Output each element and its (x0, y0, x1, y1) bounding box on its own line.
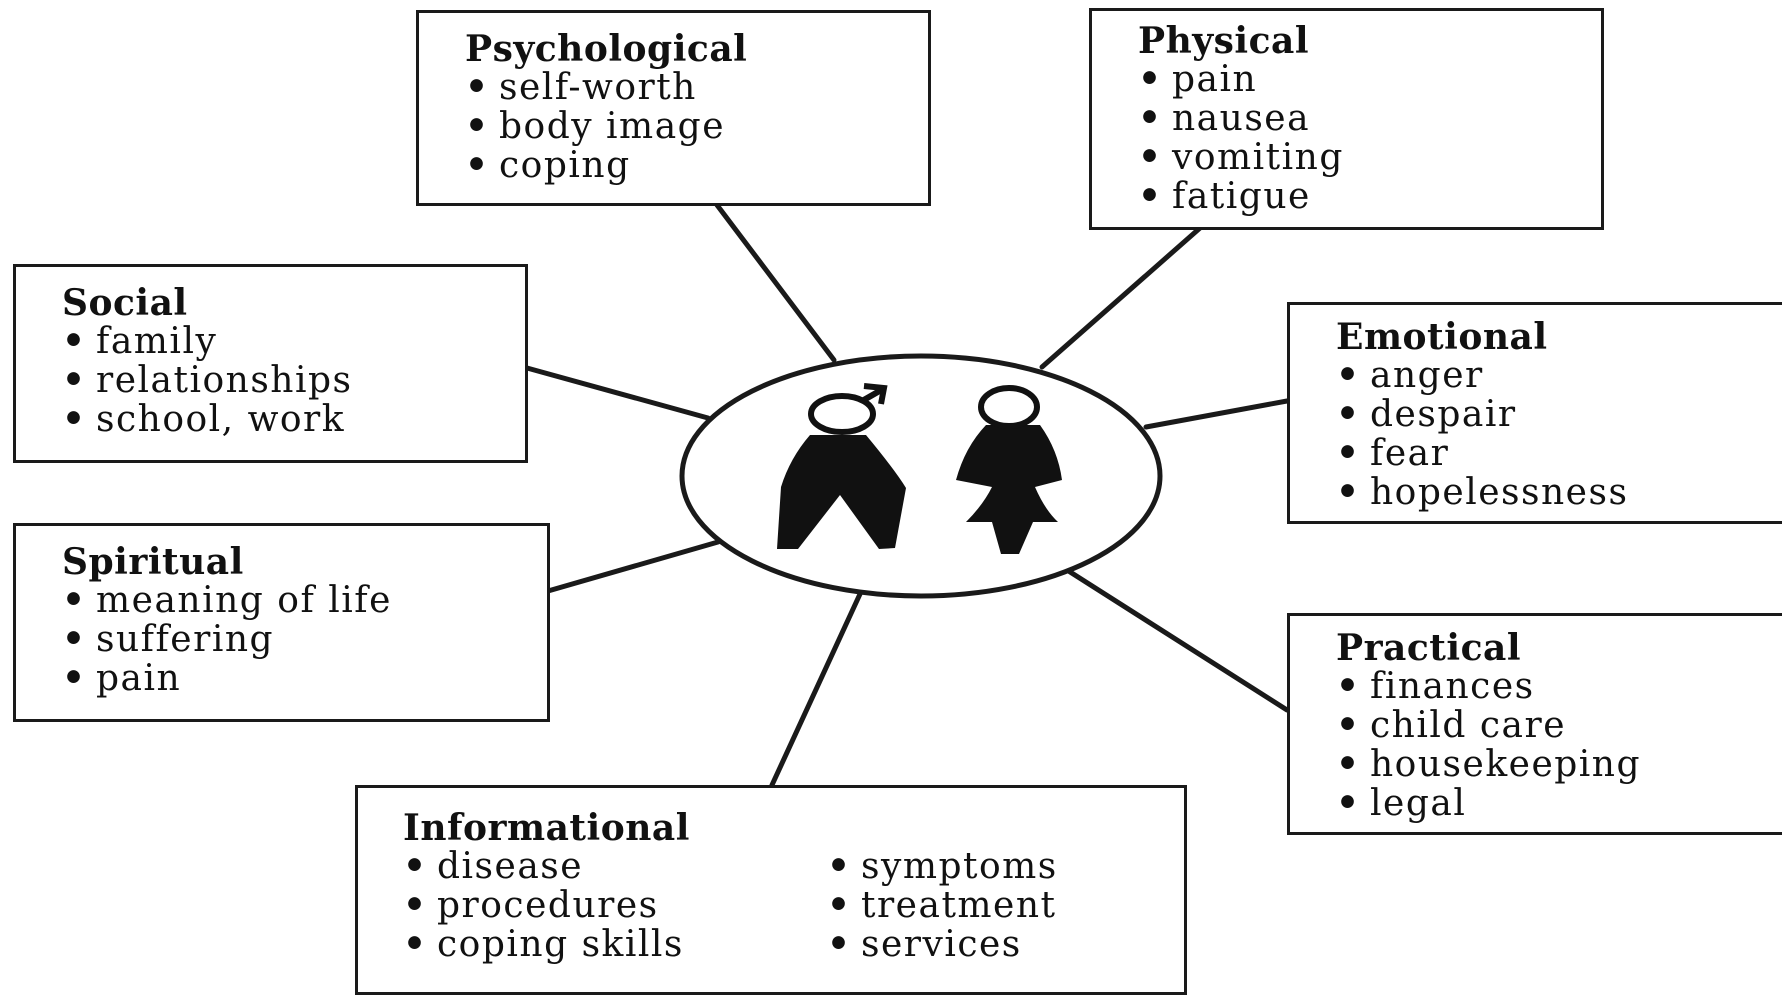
list-item: anger (1336, 356, 1762, 395)
connector-practical (1064, 567, 1290, 713)
item-list: anger despair fear hopelessness (1336, 356, 1762, 512)
list-item: family (62, 322, 505, 361)
list-item: housekeeping (1336, 745, 1762, 784)
box-social: Social family relationships school, work (13, 264, 528, 463)
item-list: finances child care housekeeping legal (1336, 667, 1762, 823)
list-item: suffering (62, 620, 527, 659)
list-item: body image (465, 107, 908, 146)
list-item: treatment (827, 886, 1058, 925)
item-list: family relationships school, work (62, 322, 505, 439)
connector-informational (769, 591, 863, 788)
male-figure (777, 435, 906, 549)
list-item: nausea (1138, 99, 1581, 138)
informational-columns: disease procedures coping skills symptom… (403, 847, 1164, 964)
list-item: fatigue (1138, 177, 1581, 216)
item-list: meaning of life suffering pain (62, 581, 527, 698)
list-item: hopelessness (1336, 473, 1762, 512)
list-item: legal (1336, 784, 1762, 823)
box-title: Emotional (1336, 316, 1548, 358)
box-title: Spiritual (62, 541, 244, 583)
connector-spiritual (545, 539, 721, 594)
box-emotional: Emotional anger despair fear hopelessnes… (1287, 302, 1782, 524)
box-title: Psychological (465, 28, 748, 70)
box-title: Practical (1336, 627, 1522, 669)
connector-emotional (1143, 398, 1290, 430)
list-item: coping (465, 146, 908, 185)
list-item: child care (1336, 706, 1762, 745)
list-item: relationships (62, 361, 505, 400)
item-list-left: disease procedures coping skills (403, 847, 781, 964)
box-informational: Informational disease procedures coping … (355, 785, 1187, 995)
box-title: Informational (403, 807, 690, 849)
item-list: pain nausea vomiting fatigue (1138, 60, 1581, 216)
box-title: Physical (1138, 20, 1310, 62)
list-item: symptoms (827, 847, 1058, 886)
list-item: coping skills (403, 925, 781, 964)
list-item: pain (62, 659, 527, 698)
box-title: Social (62, 282, 188, 324)
list-item: procedures (403, 886, 781, 925)
female-symbol-icon (978, 385, 1040, 440)
item-list-right: symptoms treatment services (827, 847, 1058, 964)
list-item: meaning of life (62, 581, 527, 620)
list-item: fear (1336, 434, 1762, 473)
box-physical: Physical pain nausea vomiting fatigue (1089, 8, 1604, 230)
male-symbol-icon (808, 383, 888, 435)
box-practical: Practical finances child care housekeepi… (1287, 613, 1782, 835)
list-item: vomiting (1138, 138, 1581, 177)
list-item: school, work (62, 400, 505, 439)
list-item: despair (1336, 395, 1762, 434)
list-item: finances (1336, 667, 1762, 706)
list-item: pain (1138, 60, 1581, 99)
box-psychological: Psychological self-worth body image copi… (416, 10, 931, 206)
connector-social (524, 365, 711, 421)
connector-psychological (714, 202, 837, 363)
list-item: services (827, 925, 1058, 964)
list-item: disease (403, 847, 781, 886)
list-item: self-worth (465, 68, 908, 107)
center-circle (679, 353, 1163, 599)
item-list: self-worth body image coping (465, 68, 908, 185)
female-figure (956, 425, 1062, 554)
connector-physical (1039, 225, 1203, 370)
box-spiritual: Spiritual meaning of life suffering pain (13, 523, 550, 722)
